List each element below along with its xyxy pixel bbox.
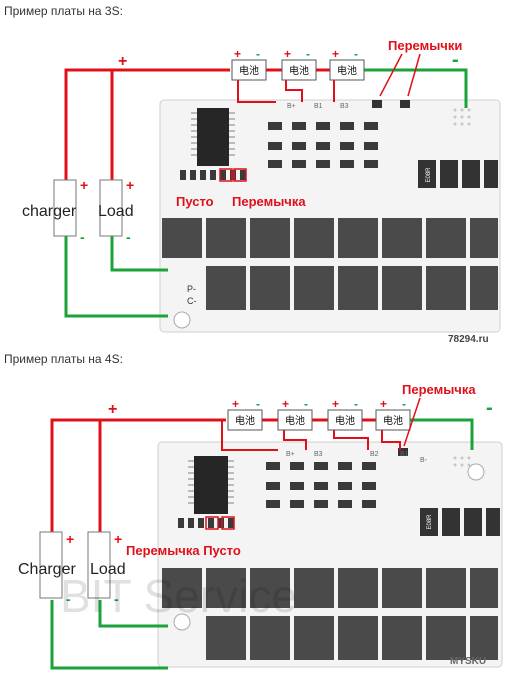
load-plus: + — [126, 177, 134, 193]
jumper-empty-label: Перемычка Пусто — [126, 543, 241, 558]
pin-label: B2 — [370, 451, 379, 458]
pin-label: B3 — [340, 103, 349, 110]
battery-label: 电池 — [289, 64, 309, 77]
charger-box — [53, 179, 77, 237]
shunt-resistors: E08R — [418, 160, 498, 188]
mosfet-row-bottom — [206, 616, 498, 660]
watermark-logo: BIT Service — [60, 570, 297, 622]
pin-label: B3 — [314, 451, 323, 458]
battery-label: 电池 — [239, 64, 259, 77]
minus-sign: - — [354, 47, 358, 61]
load-label: Load — [98, 203, 134, 220]
minus-sign: - — [256, 397, 260, 411]
p-minus-label: P- — [187, 284, 196, 294]
plus-sign: + — [380, 397, 387, 411]
battery-cells: 电池 电池 电池 电池 — [227, 409, 411, 431]
mosfet-row-bottom — [206, 266, 498, 310]
plus-sign: + — [232, 397, 239, 411]
pin-label: B+ — [287, 103, 296, 110]
load-plus: + — [114, 531, 122, 547]
jumper-label: Перемычка — [232, 194, 306, 209]
shunt-resistors: E08R — [420, 508, 500, 536]
pin-label: B- — [420, 457, 428, 464]
ic-chip — [197, 108, 229, 166]
ic-chip — [194, 456, 228, 514]
jumper-top-label: Перемычка — [402, 382, 476, 397]
main-plus: + — [118, 53, 127, 70]
battery-label: 电池 — [285, 414, 305, 427]
plus-sign: + — [332, 47, 339, 61]
minus-sign: - — [354, 397, 358, 411]
empty-pad — [221, 516, 235, 530]
mosfet-row-top — [162, 568, 498, 608]
load-box — [99, 179, 123, 237]
battery-label: 电池 — [335, 414, 355, 427]
plus-sign: + — [284, 47, 291, 61]
wire-load-minus — [110, 234, 168, 272]
load-box — [87, 531, 111, 599]
pin-label: B1 — [314, 103, 323, 110]
bms-board-3s: E08R B+ B1 B3 P- C- — [159, 99, 501, 333]
pin-label: B+ — [286, 451, 295, 458]
wire-plus — [64, 68, 230, 180]
minus-sign: - — [256, 47, 260, 61]
wire-minus-battery — [410, 418, 474, 450]
mosfet-row-top — [162, 218, 498, 258]
empty-pad — [219, 168, 233, 182]
plus-sign: + — [332, 397, 339, 411]
bms-board-4s: E08R B+ B3 B2 B1 B- — [157, 441, 503, 668]
plus-sign: + — [282, 397, 289, 411]
wire-charger-minus — [50, 600, 168, 670]
charger-plus: + — [80, 177, 88, 193]
main-plus: + — [108, 401, 117, 418]
battery-cells: 电池 电池 电池 — [231, 59, 365, 81]
charger-label: Charger — [18, 561, 76, 578]
plus-sign: + — [234, 47, 241, 61]
battery-label: 电池 — [383, 414, 403, 427]
charger-minus: - — [66, 591, 71, 607]
mounting-hole — [467, 463, 485, 481]
charger-label: charger — [22, 203, 77, 220]
diagram-4s: E08R B+ B3 B2 B1 B- — [18, 382, 503, 670]
wire-charger-minus — [64, 234, 168, 318]
wire-minus-battery — [360, 68, 468, 108]
charger-box — [39, 531, 63, 599]
c-minus-label: C- — [187, 296, 197, 306]
mounting-hole — [173, 613, 191, 631]
caption-3s: Пример платы на 3S: — [4, 4, 123, 18]
battery-label: 电池 — [337, 64, 357, 77]
minus-sign: - — [306, 47, 310, 61]
wire-plus — [50, 418, 226, 532]
load-minus: - — [114, 591, 119, 607]
battery-label: 电池 — [235, 414, 255, 427]
mounting-hole — [173, 311, 191, 329]
load-label: Load — [90, 561, 126, 578]
jumpers-label: Перемычки — [388, 38, 462, 53]
load-minus: - — [126, 229, 131, 245]
jumper-pad — [205, 516, 219, 530]
resistor-code: E08R — [426, 167, 432, 183]
charger-plus: + — [66, 531, 74, 547]
minus-sign: - — [402, 397, 406, 411]
wire-load-minus — [98, 600, 168, 628]
watermark-site: 78294.ru — [448, 334, 489, 345]
resistor-code: E08R — [427, 514, 433, 530]
empty-label: Пусто — [176, 194, 214, 209]
minus-sign: - — [304, 397, 308, 411]
main-minus: - — [486, 397, 493, 419]
watermark-site: MYSKU — [450, 656, 486, 667]
jumper-pad — [233, 168, 247, 182]
caption-4s: Пример платы на 4S: — [4, 352, 123, 366]
pin-label: B1 — [400, 451, 409, 458]
charger-minus: - — [80, 229, 85, 245]
diagram-3s: E08R B+ B1 B3 P- C- — [22, 38, 501, 345]
main-minus: - — [452, 49, 459, 71]
